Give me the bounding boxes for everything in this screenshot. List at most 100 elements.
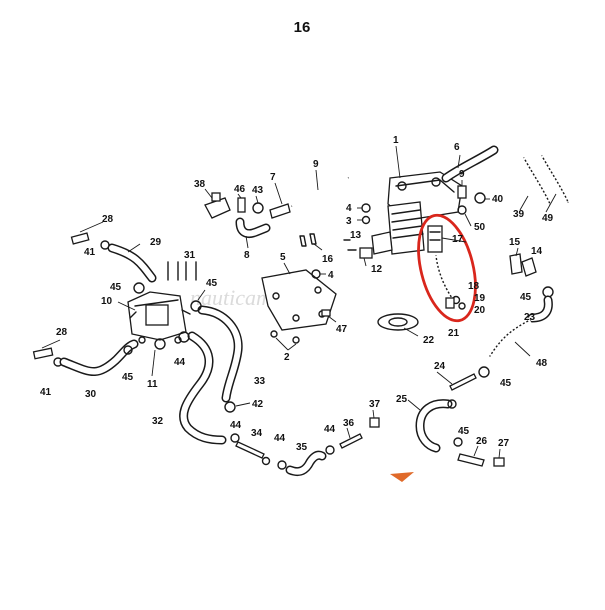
callout-42: 42 [252, 399, 264, 410]
callout-2: 2 [284, 352, 290, 363]
hose-29 [107, 243, 157, 283]
clamp-40 [474, 192, 486, 204]
clamp-43 [252, 202, 264, 214]
callout-31: 31 [184, 250, 196, 261]
braided-sleeve-49 [540, 155, 570, 203]
callout-47: 47 [336, 324, 348, 335]
callout-23: 23 [524, 312, 536, 323]
callout-44-mid: 44 [230, 420, 242, 431]
callout-3: 3 [346, 216, 352, 227]
callout-9b: 9 [459, 169, 465, 180]
clamp-42 [224, 401, 236, 413]
callout-49: 49 [542, 213, 554, 224]
callout-18: 18 [468, 281, 480, 292]
gasket-22 [377, 313, 419, 331]
orange-mark [390, 472, 414, 482]
clamp-44-mid [230, 433, 240, 443]
hose-35 [285, 450, 327, 477]
callout-15: 15 [509, 237, 521, 248]
elbow-14 [521, 257, 537, 277]
callout-30: 30 [85, 389, 97, 400]
callout-14: 14 [531, 246, 543, 257]
leader-lines [237, 154, 557, 459]
page-number: 16 [294, 19, 311, 36]
callout-44-pump: 44 [174, 357, 186, 368]
hose-25 [415, 399, 453, 453]
washer-45-left [133, 282, 145, 294]
callout-1: 1 [393, 135, 399, 146]
callout-41-lower: 41 [40, 387, 52, 398]
callout-43: 43 [252, 185, 264, 196]
callout-44-right: 44 [324, 424, 336, 435]
tube-9 [291, 176, 349, 208]
fuel-pump-assembly-10 [127, 291, 191, 350]
hose-23 [527, 295, 553, 323]
callout-34: 34 [251, 428, 263, 439]
callout-28-top: 28 [102, 214, 114, 225]
hose-6 [441, 145, 499, 183]
fitting-34 [235, 441, 271, 466]
callout-38: 38 [194, 179, 206, 190]
callout-8: 8 [244, 250, 250, 261]
washer-3 [361, 215, 371, 225]
callout-12: 12 [371, 264, 383, 275]
callout-21: 21 [448, 328, 460, 339]
fitting-7 [269, 203, 291, 219]
callout-7: 7 [270, 172, 276, 183]
callout-36: 36 [343, 418, 355, 429]
fitting-36 [339, 433, 363, 449]
callout-44-hose35: 44 [274, 433, 286, 444]
screws-2 [270, 330, 300, 351]
callout-24: 24 [434, 361, 446, 372]
callout-26: 26 [476, 436, 488, 447]
fitting-38 [204, 192, 231, 219]
highlight-ring [417, 213, 477, 323]
fitting-15 [509, 253, 523, 275]
callout-22: 22 [423, 335, 435, 346]
callout-25: 25 [396, 394, 408, 405]
nut-4-lower [311, 269, 321, 279]
callout-48: 48 [536, 358, 548, 369]
callout-45-bottom: 45 [458, 426, 470, 437]
hose-8 [235, 217, 271, 239]
callout-10: 10 [101, 296, 113, 307]
cap-37 [369, 417, 380, 428]
fitting-46 [237, 197, 246, 213]
fuel-filter-element-17 [427, 225, 443, 253]
clamp-44-hose35 [277, 460, 287, 470]
fitting-12 [359, 247, 373, 259]
callout-4-lower: 4 [328, 270, 334, 281]
callout-4-upper: 4 [346, 203, 352, 214]
clamp-44-right [325, 445, 335, 455]
callout-37: 37 [369, 399, 381, 410]
bracket-5 [261, 269, 337, 331]
fuel-filter-assembly-1 [371, 171, 463, 255]
corrugated-hose-48 [487, 317, 532, 358]
callout-13: 13 [350, 230, 362, 241]
callout-45-low: 45 [122, 372, 134, 383]
clamp-45-bottom [453, 437, 463, 447]
callout-28-lower: 28 [56, 327, 68, 338]
callout-40: 40 [492, 194, 504, 205]
clamp-44-pump [178, 331, 190, 343]
hose-30 [59, 339, 139, 376]
callout-labels: 1 2 3 4 4 5 6 7 8 9 9 10 11 12 13 14 15 … [40, 135, 554, 453]
fitting-24 [449, 373, 477, 391]
callout-46: 46 [234, 184, 246, 195]
cap-27 [493, 457, 505, 467]
callout-45-hose33: 45 [206, 278, 218, 289]
screws-13 [343, 239, 357, 251]
fitting-28-top [70, 221, 104, 245]
callout-45-left: 45 [110, 282, 122, 293]
fitting-26 [457, 453, 485, 467]
callout-33: 33 [254, 376, 266, 387]
callout-19: 19 [474, 293, 486, 304]
callout-5: 5 [280, 252, 286, 263]
fitting-28-lower [32, 339, 61, 360]
hose-33 [197, 305, 243, 403]
callout-50: 50 [474, 222, 486, 233]
callout-39: 39 [513, 209, 525, 220]
callout-35: 35 [296, 442, 308, 453]
